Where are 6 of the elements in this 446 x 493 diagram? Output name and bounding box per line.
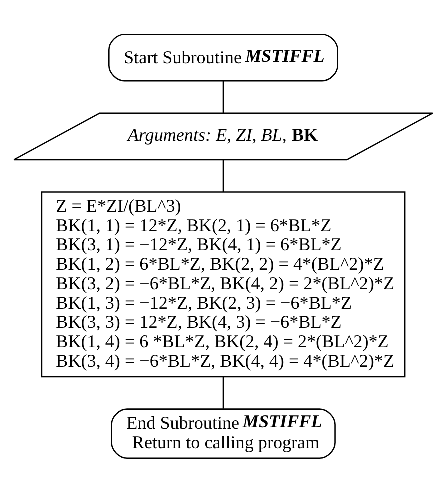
node-box: Start Subroutine MSTIFFL xyxy=(108,34,338,82)
node-box: End Subroutine MSTIFFL Return to calling program xyxy=(110,408,336,460)
connector xyxy=(222,81,224,114)
node-box: Z = E*ZI/(BL^3) BK(1, 1) = 12*Z, BK(2, 1) = 6*BL*Z BK(3, 1) = −12*Z, BK(4, 1) = 6*BL*Z BK(1, 2) = 6*BL*Z, BK(2, 2) = 4*(BL^2)*Z BK(3, 2) = −6*BL*Z, BK(4, 2) = 2*(BL^2)*Z BK(1, 3) = −12*Z, BK(2, 3) = −6*BL*Z BK(3, 3) = 12*Z, BK(4, 3) = −6*BL*Z BK(1, 4) = 6 *BL*Z, BK(2, 4) = 2*(BL^2)*Z BK(3, 4) = −6*BL*Z, BK(4, 4) = 4*(BL^2)*Z xyxy=(40,192,406,378)
connector xyxy=(222,377,224,409)
connector xyxy=(222,160,224,192)
